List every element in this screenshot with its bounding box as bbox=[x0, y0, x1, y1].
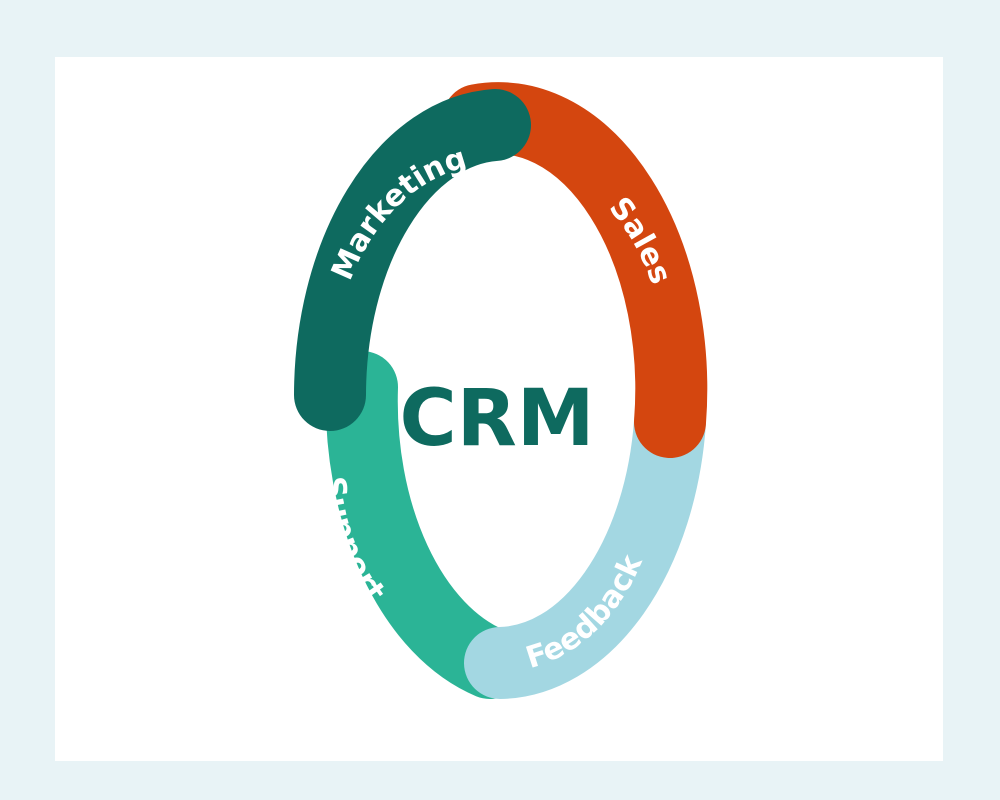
ring-segment-feedback bbox=[464, 386, 706, 699]
ring-segment-support bbox=[325, 351, 526, 699]
center-label: CRM bbox=[400, 374, 595, 464]
ring-segment-marketing bbox=[294, 89, 531, 431]
